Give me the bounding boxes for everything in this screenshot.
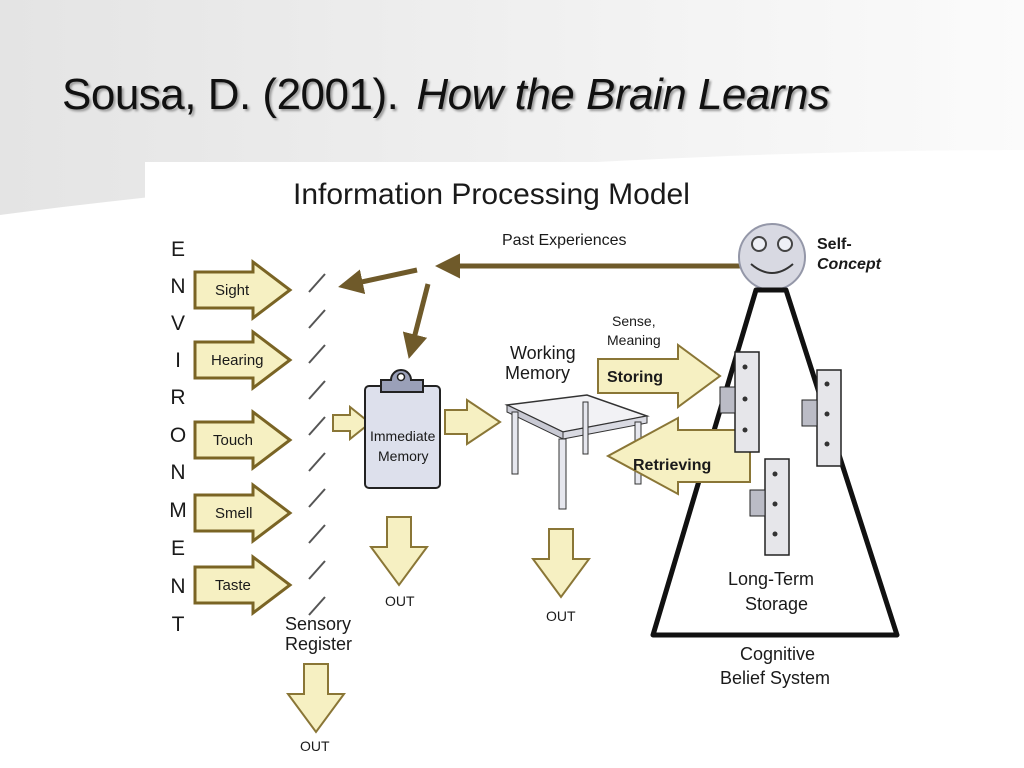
sense-label-smell: Smell [215,505,253,522]
slide-title-author: Sousa, D. (2001). [62,70,399,119]
self-concept-face [738,223,806,291]
self-concept-label: Self- [817,236,852,253]
long-term-storage-label: Long-Term [728,569,814,589]
environment-letter: O [170,424,186,447]
slide-background-band [0,0,1024,230]
environment-letter: N [170,575,185,598]
feedback-arrow-to-immediate-memory [402,283,431,359]
sense-arrow-taste: Taste [193,553,293,617]
out-arrow-working-memory: OUT [531,528,591,624]
sense-arrow-hearing: Hearing [193,328,293,392]
environment-letter: M [169,499,187,522]
cognitive-belief-triangle [650,287,900,638]
immediate-memory-clipboard [364,369,441,489]
sensory-register-label: Sensory [285,614,351,634]
arrow-to-immediate-memory [332,404,372,442]
feedback-arrow-to-register [338,267,418,294]
slide-title: Sousa, D. (2001). How the Brain Learns [62,70,830,120]
filing-cabinet-icon [749,458,790,556]
diagram-title: Information Processing Model [293,178,690,211]
out-label: OUT [385,593,415,609]
environment-letter: E [171,537,185,560]
environment-letter: T [172,613,185,636]
storing-label: Storing [607,369,663,386]
storing-arrow: Storing [597,343,722,409]
sense-label-hearing: Hearing [211,352,264,369]
sense-label-touch: Touch [213,432,253,449]
long-term-storage-label: Storage [745,594,808,614]
slide-title-book: How the Brain Learns [416,70,830,119]
sense-arrow-smell: Smell [193,481,293,545]
environment-label: E N V I R O N M E N T [169,238,187,636]
environment-letter: N [170,275,185,298]
filing-cabinet-icon [719,351,760,453]
sense-label-taste: Taste [215,577,251,594]
working-memory-label: Memory [505,363,570,383]
sense-arrow-touch: Touch [193,408,293,472]
past-experiences-label: Past Experiences [502,232,627,249]
out-arrow-sensory-register: OUT [286,663,346,754]
out-arrow-immediate-memory: OUT [369,516,429,609]
sense-arrow-sight: Sight [193,258,293,322]
immediate-memory-label: Immediate [370,428,436,444]
cognitive-belief-label: Cognitive [740,644,815,664]
sensory-register-slashes [308,273,326,616]
self-concept-label: Concept [817,256,882,273]
sense-meaning-label: Meaning [607,332,661,348]
environment-letter: R [170,386,185,409]
environment-letter: I [175,349,181,372]
immediate-memory-label: Memory [378,448,429,464]
diagram-panel: Information Processing Model E N V I R O… [145,162,955,768]
sense-label-sight: Sight [215,282,250,299]
out-label: OUT [546,608,576,624]
arrow-to-working-memory [444,398,502,446]
sensory-register-label: Register [285,634,352,654]
cognitive-belief-label: Belief System [720,668,830,688]
sense-meaning-label: Sense, [612,313,656,329]
working-memory-label: Working [510,343,576,363]
environment-letter: N [170,461,185,484]
out-label: OUT [300,738,330,754]
environment-letter: V [171,312,185,335]
retrieving-arrow: Retrieving [605,416,751,496]
filing-cabinet-icon [801,369,842,467]
environment-letter: E [171,238,185,261]
retrieving-label: Retrieving [633,457,711,474]
